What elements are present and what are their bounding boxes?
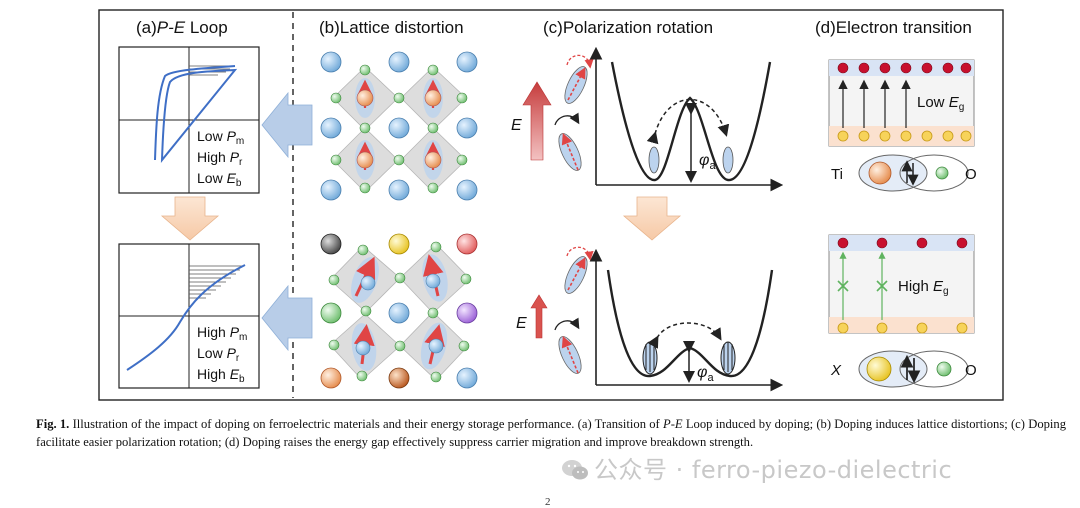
caption-label: Fig. 1.	[36, 417, 70, 431]
pe-loop-bottom-curve	[126, 264, 246, 371]
field-arrow-small	[530, 294, 548, 339]
lattice-bottom	[320, 233, 478, 389]
loop-plot-bottom: High Pm Low Pr High Eb	[118, 243, 260, 389]
band-diagram-top: Low Eg	[828, 59, 975, 147]
band-gap-label-bottom: High Eg	[898, 278, 949, 297]
watermark: 公众号 · ferro-piezo-dielectric	[560, 450, 952, 485]
angle-label-top: φa	[699, 152, 716, 172]
svg-text:O: O	[965, 166, 977, 183]
figure-caption: Fig. 1. Illustration of the impact of do…	[36, 415, 1066, 451]
pe-loop-top-curve	[154, 65, 238, 163]
panel-d-title: (d)Electron transition	[815, 18, 972, 37]
caption-text-1: Illustration of the impact of doping on …	[72, 417, 663, 431]
polarization-top: E φa	[511, 46, 784, 192]
page-number: 2	[545, 496, 551, 508]
field-arrow-large	[522, 81, 552, 161]
loop-bottom-label-1: High Pm	[197, 324, 247, 343]
field-label-bottom: E	[516, 315, 527, 332]
caption-italic: P-E	[663, 417, 683, 431]
band-gap-label-top: Low Eg	[917, 94, 964, 113]
panel-c-title: (c)Polarization rotation	[543, 18, 713, 37]
svg-text:O: O	[965, 362, 977, 379]
panel-b-title: (b)Lattice distortion	[319, 18, 464, 37]
left-block-arrow-top	[261, 91, 313, 159]
band-diagram-bottom: High Eg	[828, 234, 975, 334]
loop-plot-top: Low Pm High Pr Low Eb	[118, 46, 260, 194]
orbital-bottom: X O	[830, 350, 977, 388]
angle-label-bottom: φa	[697, 364, 714, 384]
lattice-top	[320, 51, 478, 201]
left-block-arrow-bottom	[261, 284, 313, 352]
loop-bottom-label-2: Low Pr	[197, 345, 240, 364]
down-block-arrow-a	[160, 196, 220, 241]
caption-text-2: Loop induced by doping; (b) Doping induc…	[36, 417, 1067, 449]
loop-top-label-2: High Pr	[197, 149, 243, 168]
down-block-arrow-c	[622, 196, 682, 241]
watermark-text: 公众号 · ferro-piezo-dielectric	[594, 456, 953, 484]
svg-text:Ti: Ti	[831, 166, 843, 183]
loop-top-label-1: Low Pm	[197, 128, 244, 147]
field-label-top: E	[511, 117, 522, 134]
orbital-top: Ti O	[831, 154, 977, 192]
polarization-bottom: E φa	[516, 246, 784, 392]
loop-bottom-label-3: High Eb	[197, 366, 245, 385]
figure-1: (a)P-E Loop (b)Lattice distortion (c)Pol…	[98, 9, 1004, 401]
wechat-logo-icon	[562, 460, 588, 480]
figure-frame	[98, 9, 1004, 401]
svg-text:X: X	[830, 362, 842, 379]
panel-a-title: (a)P-E Loop	[136, 18, 228, 37]
energy-well-top	[610, 61, 772, 182]
loop-top-label-3: Low Eb	[197, 170, 242, 189]
